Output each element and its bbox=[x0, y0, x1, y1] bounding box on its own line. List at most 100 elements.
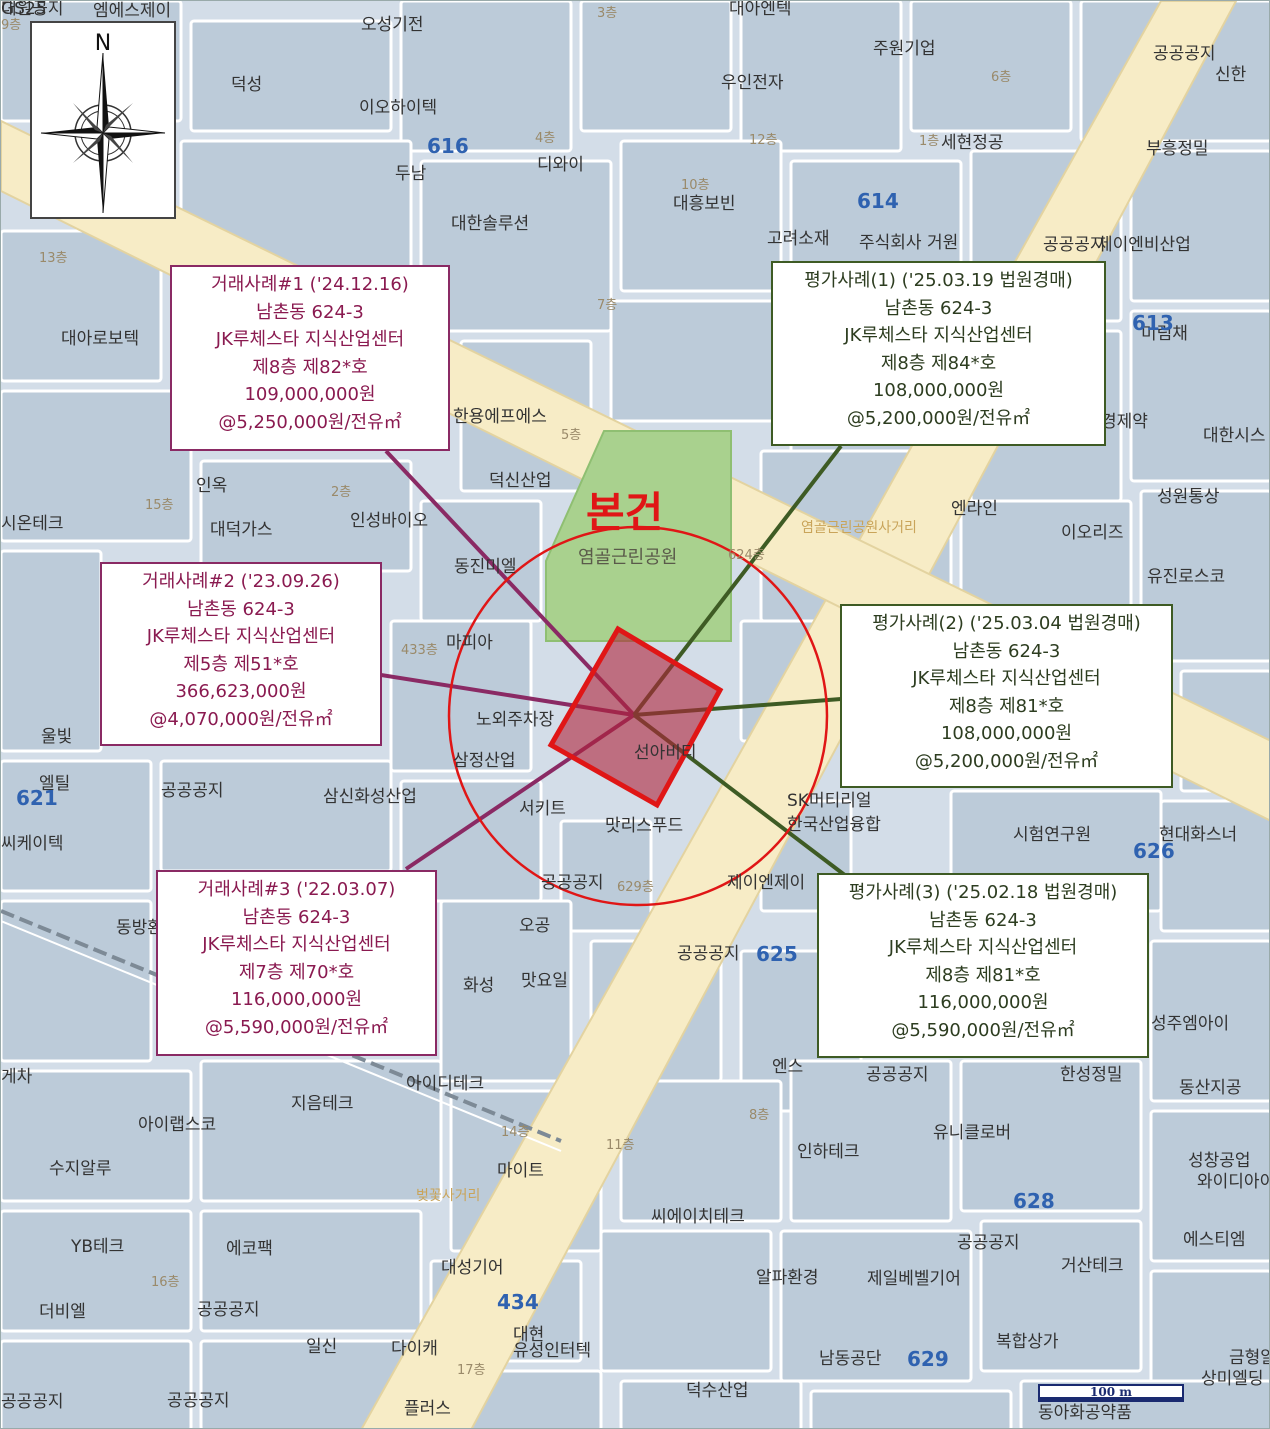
map-place-label: SK머티리얼 bbox=[787, 791, 872, 811]
map-place-label: 엔스 bbox=[772, 1057, 804, 1077]
map-place-label: 에코팩 bbox=[226, 1239, 273, 1259]
map-road-label: 벚꽃사거리 bbox=[416, 1188, 481, 1204]
eval-case-building: JK루체스타 지식산업센터 bbox=[888, 937, 1078, 958]
map-place-label: 주식회사 거원 bbox=[859, 233, 959, 253]
map-lot-number: 625 bbox=[756, 942, 798, 966]
map-place-label: 대한시스 bbox=[1203, 426, 1266, 446]
map-place-label: 제일베벨기어 bbox=[867, 1269, 961, 1289]
map-place-label: 더비엘 bbox=[39, 1302, 86, 1322]
map-lot-number: 628 bbox=[1013, 1189, 1055, 1213]
map-place-label: 덕성 bbox=[231, 75, 263, 95]
map-place-label: 아이디테크 bbox=[406, 1074, 485, 1094]
map-place-label: 시온테크 bbox=[1, 514, 64, 534]
map-place-label: 공공공지 bbox=[167, 1391, 230, 1411]
map-floor-label: 14층 bbox=[501, 1125, 530, 1140]
map-place-label: 화성 bbox=[463, 976, 495, 996]
map-floor-label: 4층 bbox=[535, 131, 556, 146]
map-place-label: 공공공지 bbox=[541, 873, 604, 893]
map-place-label: 아이랩스코 bbox=[138, 1115, 217, 1135]
map-place-label: 엠에스제이 bbox=[93, 1, 172, 21]
map-place-label: 한국산업융합 bbox=[787, 815, 881, 835]
map-place-label: 한성정밀 bbox=[1060, 1065, 1123, 1085]
map-place-label: 공공공지 bbox=[1043, 235, 1106, 255]
map-place-label: 엔라인 bbox=[951, 499, 998, 519]
deal-case-title: 거래사례#1 ('24.12.16) bbox=[211, 274, 409, 295]
map-place-label: 일신 bbox=[306, 1337, 338, 1357]
eval-case-price: 116,000,000원 bbox=[917, 992, 1049, 1013]
eval-case-title: 평가사례(1) ('25.03.19 법원경매) bbox=[804, 270, 1073, 291]
map-floor-label: 629층 bbox=[617, 880, 654, 895]
map-place-label: 유성인터텍 bbox=[513, 1341, 592, 1361]
deal-case-building: JK루체스타 지식산업센터 bbox=[215, 329, 405, 350]
map-place-label: 인하테크 bbox=[797, 1142, 860, 1162]
map-place-label: 동산지공 bbox=[1179, 1078, 1242, 1098]
map-place-label: 노외주차장 bbox=[476, 710, 555, 730]
map-place-label: 다이캐 bbox=[391, 1339, 438, 1359]
scale-bar-text: 100 m bbox=[1090, 1385, 1132, 1399]
deal-case-unit-price: @5,590,000원/전유㎡ bbox=[204, 1016, 389, 1038]
map-place-label: 플러스 bbox=[404, 1399, 451, 1419]
deal-case-card-2[interactable]: 거래사례#2 ('23.09.26) 남촌동 624-3 JK루체스타 지식산업… bbox=[100, 562, 382, 746]
map-place-label: 삼신화성산업 bbox=[323, 787, 417, 807]
eval-case-card-1[interactable]: 평가사례(1) ('25.03.19 법원경매) 남촌동 624-3 JK루체스… bbox=[771, 261, 1106, 446]
map-place-label: 동진미엘 bbox=[454, 557, 517, 577]
map-floor-label: 6층 bbox=[991, 70, 1012, 85]
map-floor-label: 15층 bbox=[145, 498, 174, 513]
eval-case-card-3[interactable]: 평가사례(3) ('25.02.18 법원경매) 남촌동 624-3 JK루체스… bbox=[817, 873, 1149, 1058]
subject-parcel bbox=[547, 625, 724, 809]
map-place-label: 공공공지 bbox=[957, 1233, 1020, 1253]
subject-radius-circle bbox=[447, 525, 829, 907]
map-place-label: 와이디아이 bbox=[1197, 1172, 1270, 1192]
map-place-label: 두남 bbox=[395, 164, 427, 184]
eval-case-title: 평가사례(2) ('25.03.04 법원경매) bbox=[872, 613, 1141, 634]
deal-case-address: 남촌동 624-3 bbox=[187, 598, 295, 620]
eval-case-price: 108,000,000원 bbox=[872, 380, 1005, 401]
map-place-label: 대한솔루션 bbox=[451, 214, 530, 234]
map-place-label: 미림채 bbox=[1141, 324, 1188, 344]
map-place-label: 마이트 bbox=[497, 1161, 544, 1181]
scale-bar-graphic bbox=[1038, 1384, 1184, 1402]
map-place-label: 선아비티 bbox=[634, 743, 697, 763]
map-place-label: 대아로보텍 bbox=[61, 329, 140, 349]
map-floor-label: 13층 bbox=[39, 251, 68, 266]
deal-case-unit: 제7층 제70*호 bbox=[238, 961, 355, 983]
map-place-label: 경제약 bbox=[1101, 412, 1148, 432]
map-place-label: 오성기전 bbox=[361, 15, 424, 35]
map-floor-label: 8층 bbox=[749, 1108, 770, 1123]
map-place-label: 현대화스너 bbox=[1159, 825, 1238, 845]
deal-case-card-1[interactable]: 거래사례#1 ('24.12.16) 남촌동 624-3 JK루체스타 지식산업… bbox=[170, 265, 450, 451]
eval-case-unit: 제8층 제81*호 bbox=[948, 695, 1065, 717]
deal-case-title: 거래사례#2 ('23.09.26) bbox=[142, 571, 340, 592]
eval-case-unit: 제8층 제84*호 bbox=[880, 352, 997, 374]
map-place-label: 공공공지 bbox=[1153, 44, 1216, 64]
map-place-label: 게차 bbox=[1, 1067, 33, 1087]
map-place-label: 성주엠아이 bbox=[1151, 1014, 1230, 1034]
map-place-label: 남동공단 bbox=[819, 1349, 882, 1369]
map-place-label: 금형알테크 bbox=[1229, 1348, 1269, 1368]
map-lot-number: 613 bbox=[1132, 311, 1174, 335]
map-floor-label: 11층 bbox=[606, 1138, 635, 1153]
map-place-label: 복합상가 bbox=[996, 1332, 1059, 1352]
map-road-label: 염골근린공원사거리 bbox=[801, 520, 917, 536]
map-place-label: 유진로스코 bbox=[1147, 567, 1226, 587]
map-floor-label: 9층 bbox=[1, 18, 22, 33]
map-place-label: 동아화공약품 bbox=[1038, 1403, 1132, 1423]
map-place-label: 대성기어 bbox=[441, 1258, 504, 1278]
map-place-label: 수지알루 bbox=[49, 1159, 112, 1179]
map-place-label: 시험연구원 bbox=[1013, 825, 1092, 845]
map-place-label: 이오하이텍 bbox=[359, 98, 438, 118]
map-place-label: 맛요일 bbox=[521, 971, 568, 991]
eval-case-price: 108,000,000원 bbox=[940, 723, 1073, 744]
map-place-label: 대흥보빈 bbox=[673, 194, 736, 214]
map-place-label: 부흥정밀 bbox=[1146, 139, 1209, 159]
eval-case-unit: 제8층 제81*호 bbox=[925, 964, 1041, 986]
map-place-label: 디와이 bbox=[537, 155, 584, 175]
deal-case-card-3[interactable]: 거래사례#3 ('22.03.07) 남촌동 624-3 JK루체스타 지식산업… bbox=[156, 870, 437, 1056]
map-place-label: 신한 bbox=[1215, 65, 1247, 85]
eval-case-unit-price: @5,200,000원/전유㎡ bbox=[846, 407, 1031, 429]
eval-case-card-2[interactable]: 평가사례(2) ('25.03.04 법원경매) 남촌동 624-3 JK루체스… bbox=[840, 604, 1173, 788]
deal-case-title: 거래사례#3 ('22.03.07) bbox=[197, 879, 396, 900]
map-place-label: 인성바이오 bbox=[350, 511, 429, 531]
deal-case-building: JK루체스타 지식산업센터 bbox=[146, 626, 336, 647]
